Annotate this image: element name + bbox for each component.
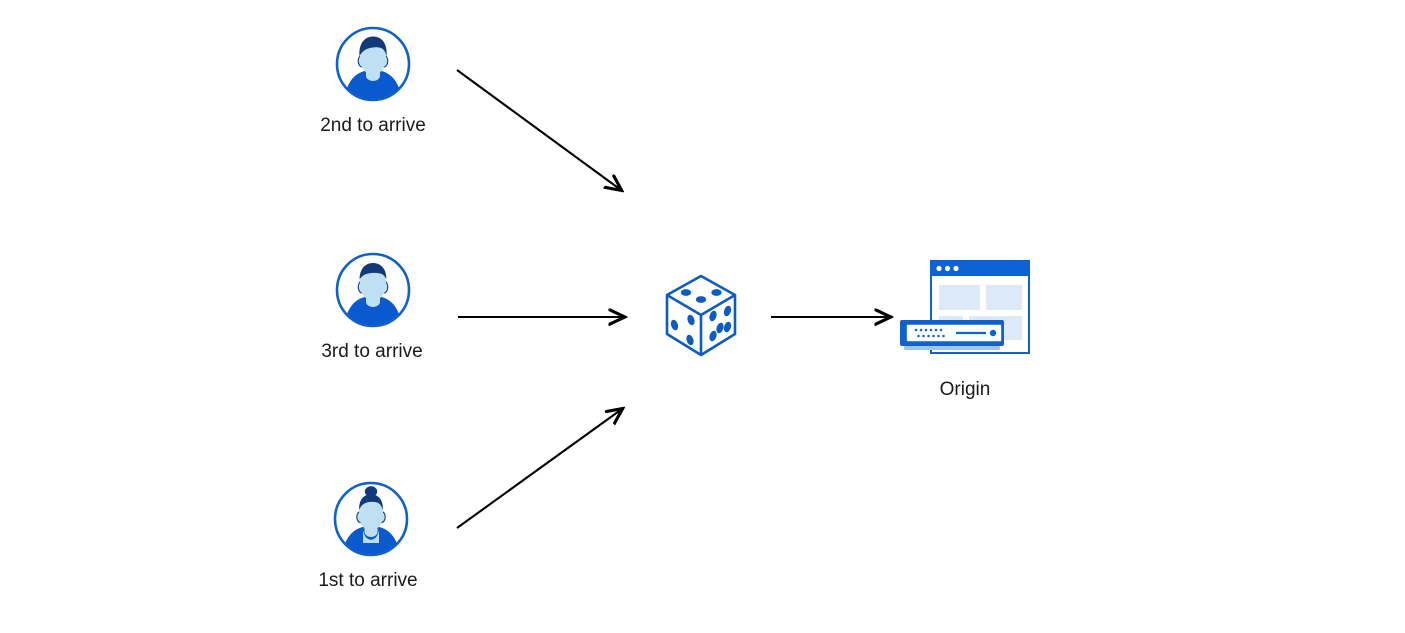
arrow-1st-to-dice bbox=[456, 409, 622, 529]
node-origin[interactable] bbox=[896, 258, 1036, 358]
user-avatar-female-icon bbox=[333, 481, 409, 557]
label-visitor-1st: 1st to arrive bbox=[318, 570, 418, 591]
label-origin: Origin bbox=[939, 379, 991, 400]
node-visitor-3rd[interactable] bbox=[335, 252, 411, 328]
server-device-part bbox=[900, 320, 1004, 350]
node-visitor-2nd[interactable] bbox=[335, 26, 411, 102]
node-visitor-1st[interactable] bbox=[333, 481, 409, 557]
label-visitor-3rd: 3rd to arrive bbox=[321, 341, 423, 362]
dice-icon bbox=[665, 274, 737, 357]
node-randomizer[interactable] bbox=[663, 272, 739, 364]
label-visitor-2nd: 2nd to arrive bbox=[320, 115, 426, 136]
origin-server-icon bbox=[900, 260, 1030, 354]
user-avatar-icon bbox=[335, 26, 411, 102]
user-avatar-icon bbox=[335, 252, 411, 328]
